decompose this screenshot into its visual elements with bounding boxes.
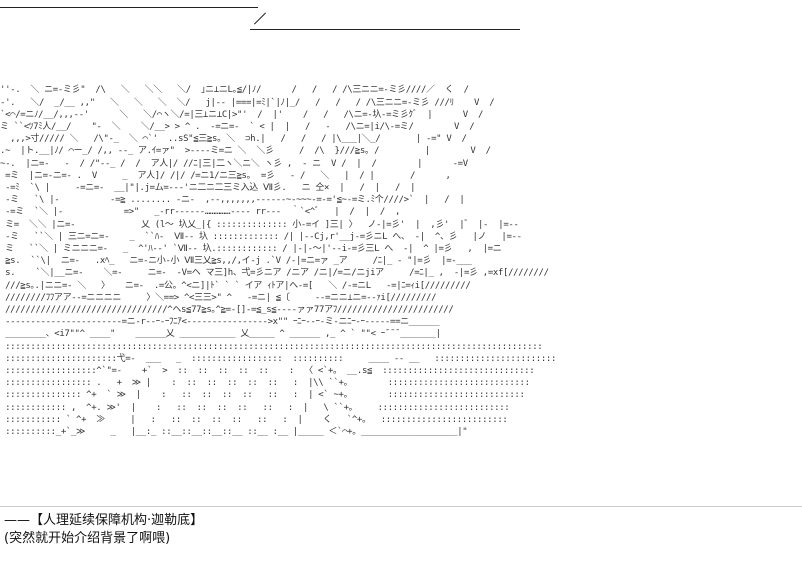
separator-rule [0, 506, 802, 507]
top-rule-right [250, 29, 520, 30]
ascii-art-illustration: ''-. ＼ ニ=-ミ彡" /\ ＼ ＼＼ ＼/ ｣ニ⊥ニL｡≦/|ﾉ/ / /… [0, 85, 557, 438]
caption-title: ——【人理延续保障机构·迦勒底】 [4, 513, 204, 528]
top-rule-left [0, 7, 258, 8]
top-rule-slash [253, 12, 267, 25]
caption-aside: (突然就开始介绍背景了啊喂) [4, 531, 171, 546]
